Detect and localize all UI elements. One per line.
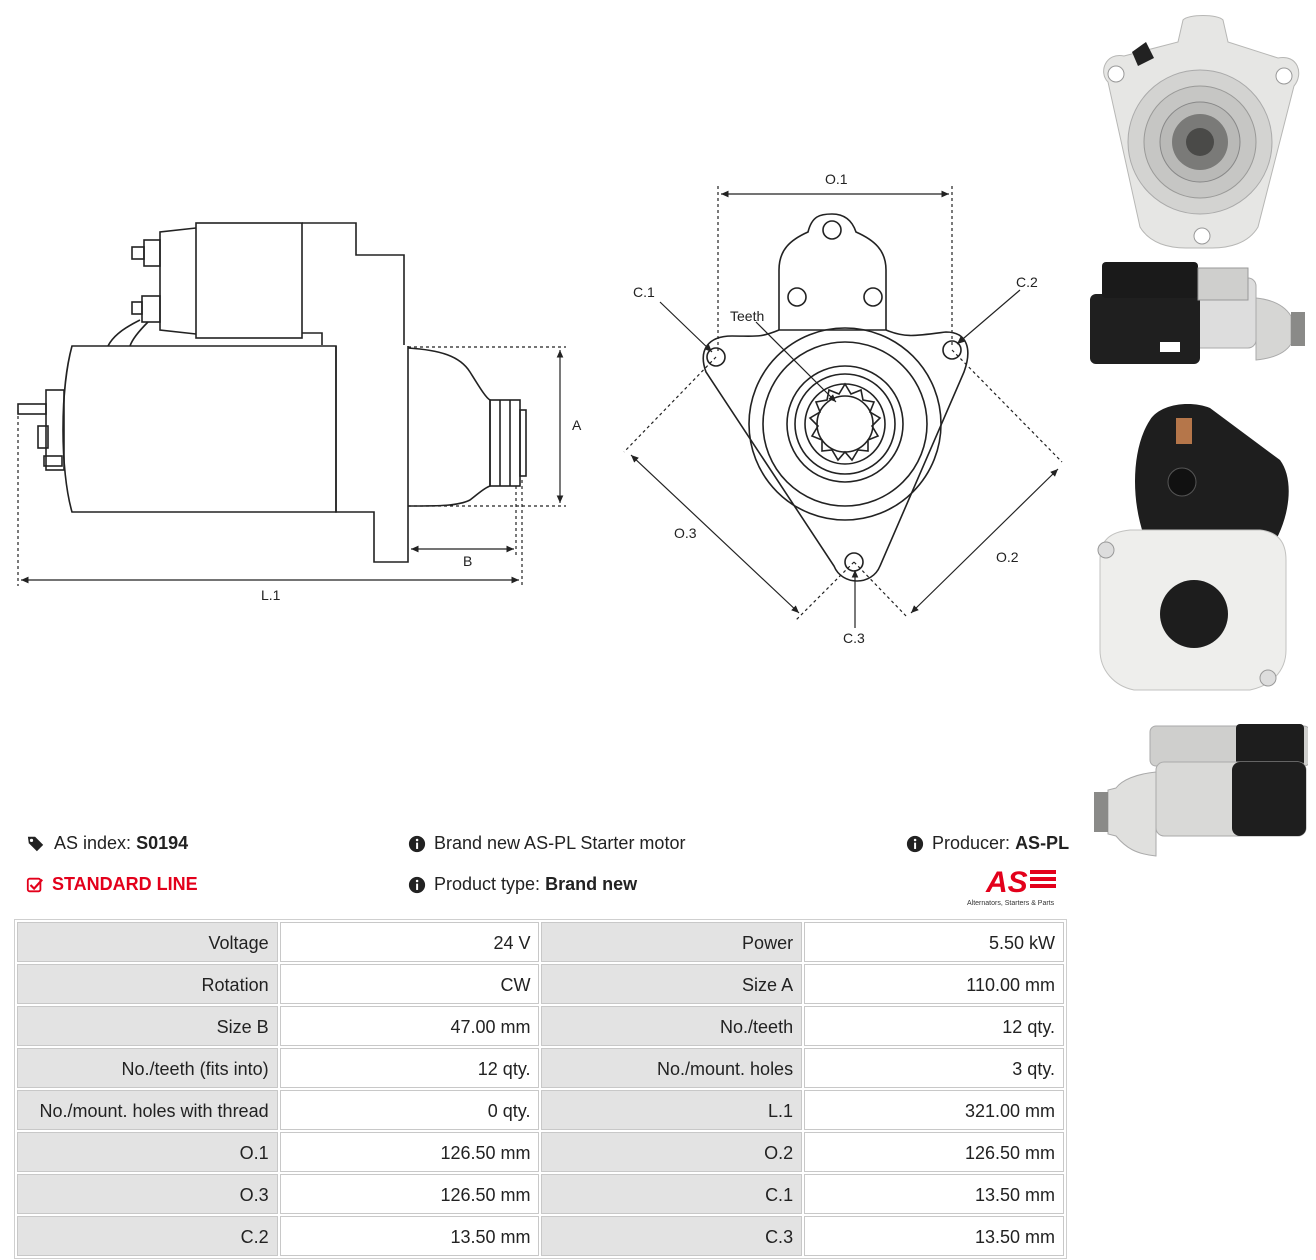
rear-photo [1097,404,1289,691]
spec-value: 3 qty. [804,1048,1064,1088]
spec-value: 12 qty. [279,1048,540,1088]
description-text: Brand new AS-PL Starter motor [434,833,686,853]
as-index-value: S0194 [136,833,189,853]
dim-c1-label: C.1 [633,284,655,300]
product-type: Product type: Brand new [408,874,637,895]
spec-value: 13.50 mm [804,1174,1064,1214]
producer: Producer: AS-PL [906,833,1069,854]
spec-label: No./mount. holes with thread [17,1090,278,1130]
info-icon [408,876,426,893]
spec-label: O.1 [17,1132,278,1172]
spec-label: No./teeth [541,1006,803,1046]
spec-label: L.1 [541,1090,803,1130]
spec-value: 321.00 mm [804,1090,1064,1130]
spec-value: 12 qty. [804,1006,1064,1046]
as-index: AS index: S0194 [26,833,188,854]
info-icon [408,835,426,852]
spec-label: O.3 [17,1174,278,1214]
dim-a-label: A [572,417,582,433]
dim-c2-label: C.2 [1016,274,1038,290]
spec-value: 24 V [279,922,540,962]
spec-value: 110.00 mm [804,964,1064,1004]
side-view-drawing [17,222,527,563]
dim-l1-label: L.1 [261,587,281,603]
dim-o3-label: O.3 [674,525,697,541]
checkbox-checked-icon [26,877,44,892]
producer-value: AS-PL [1015,833,1070,853]
spec-value: 13.50 mm [279,1216,540,1256]
spec-value: 126.50 mm [279,1132,540,1172]
product-type-value: Brand new [545,874,638,894]
spec-label: Size B [17,1006,278,1046]
spec-label: Power [541,922,803,962]
as-index-label: AS index: [54,833,132,853]
front-view-dimensions [623,186,1063,628]
spec-label: Rotation [17,964,278,1004]
spec-value: CW [279,964,540,1004]
tags-icon [27,836,44,851]
description: Brand new AS-PL Starter motor [408,833,685,854]
dim-c3-label: C.3 [843,630,865,646]
spec-value: 47.00 mm [279,1006,540,1046]
side-photo-left [1094,724,1308,857]
standard-line-badge: STANDARD LINE [26,874,198,895]
spec-value: 0 qty. [279,1090,540,1130]
front-face-photo [1103,15,1300,249]
technical-drawing: A B L.1 O.1 O [17,171,1063,646]
spec-value: 13.50 mm [804,1216,1064,1256]
spec-value: 5.50 kW [804,922,1064,962]
spec-label: C.3 [541,1216,803,1256]
spec-label: No./teeth (fits into) [17,1048,278,1088]
spec-label: No./mount. holes [541,1048,803,1088]
logo-tagline: Alternators, Starters & Parts [967,900,1055,907]
info-icon [906,835,924,852]
dim-o2-label: O.2 [996,549,1019,565]
as-pl-logo: AS Alternators, Starters & Parts [967,866,1056,907]
dim-teeth-label: Teeth [730,308,764,324]
spec-label: Voltage [17,922,278,962]
producer-label: Producer: [932,833,1011,853]
standard-line-label: STANDARD LINE [52,874,198,894]
spec-value: 126.50 mm [279,1174,540,1214]
spec-label: C.1 [541,1174,803,1214]
spec-value: 126.50 mm [804,1132,1064,1172]
logo-mark: AS [985,866,1028,899]
spec-row: No./teeth (fits into)12 qty.No./mount. h… [17,1048,1064,1088]
dim-o1-label: O.1 [825,171,848,187]
spec-label: C.2 [17,1216,278,1256]
spec-label: Size A [541,964,803,1004]
side-photo-right [1090,262,1305,364]
side-view-dimensions [17,346,566,586]
front-view-drawing [702,213,969,582]
spec-label: O.2 [541,1132,803,1172]
product-type-label: Product type: [434,874,541,894]
dim-b-label: B [463,553,472,569]
